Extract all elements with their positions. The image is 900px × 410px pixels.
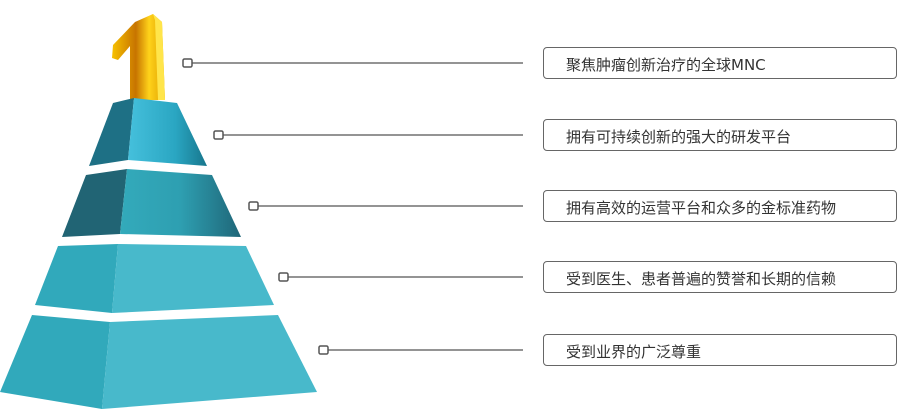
- level-label-box-3: 拥有高效的运营平台和众多的金标准药物: [543, 190, 897, 222]
- pyramid-tier-4: [0, 315, 317, 409]
- connector-4: [278, 272, 523, 282]
- connector-2: [213, 130, 523, 140]
- level-label: 受到医生、患者普遍的赞誉和长期的信赖: [566, 270, 837, 288]
- level-label: 拥有可持续创新的强大的研发平台: [566, 128, 792, 146]
- pyramid-tier-1: [89, 98, 207, 166]
- gold-number-one-icon: [112, 14, 165, 100]
- connector-1: [182, 58, 523, 68]
- connector-3: [248, 201, 523, 211]
- pyramid-tier-2: [62, 169, 241, 237]
- connector-5: [318, 345, 523, 355]
- level-label: 聚焦肿瘤创新治疗的全球MNC: [566, 56, 766, 74]
- level-label-box-5: 受到业界的广泛尊重: [543, 334, 897, 366]
- level-label-box-4: 受到医生、患者普遍的赞誉和长期的信赖: [543, 261, 897, 293]
- level-label: 受到业界的广泛尊重: [566, 343, 702, 361]
- level-label-box-2: 拥有可持续创新的强大的研发平台: [543, 119, 897, 151]
- level-label: 拥有高效的运营平台和众多的金标准药物: [566, 199, 837, 217]
- pyramid-tier-3: [35, 244, 274, 313]
- level-label-box-1: 聚焦肿瘤创新治疗的全球MNC: [543, 47, 897, 79]
